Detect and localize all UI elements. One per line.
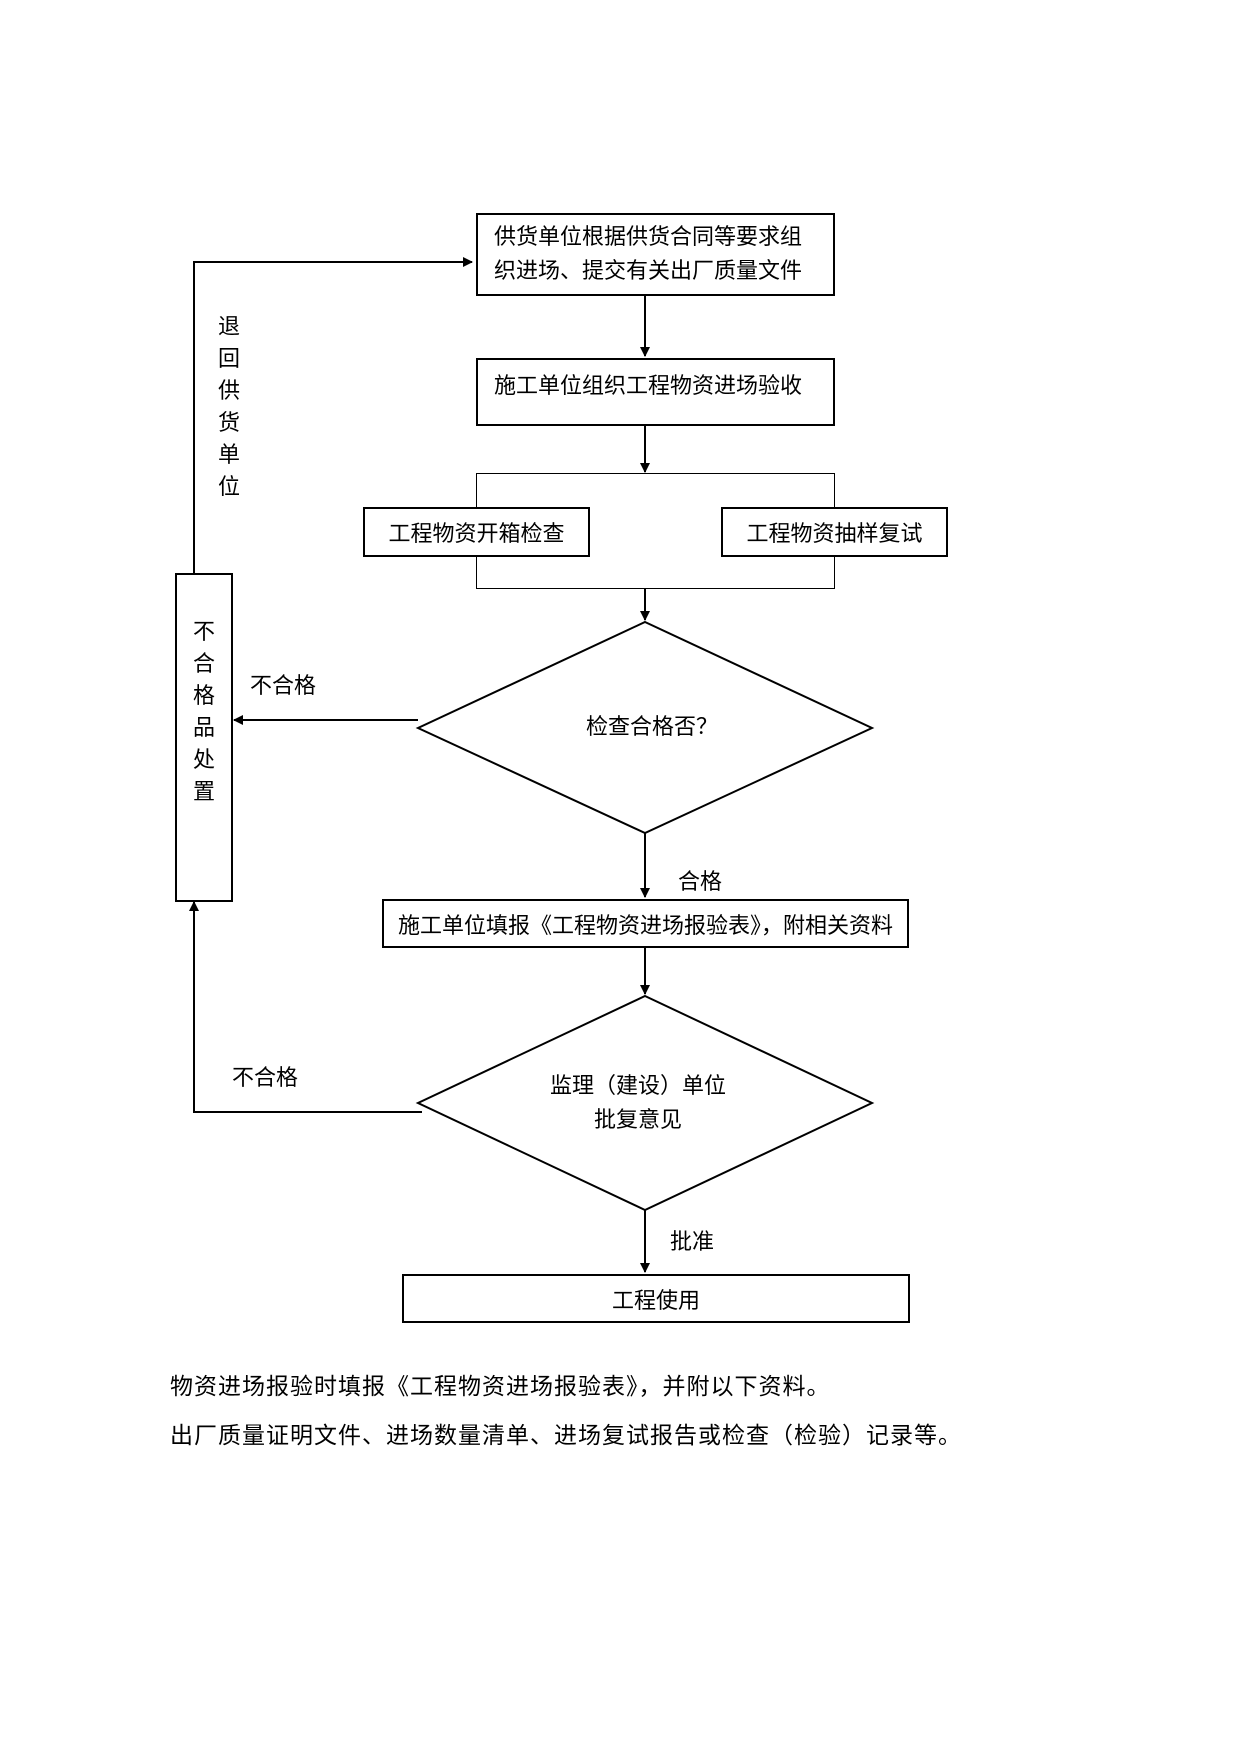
decision-diamond-approval — [415, 994, 875, 1212]
node-supply: 供货单位根据供货合同等要求组 织进场、提交有关出厂质量文件 — [476, 213, 835, 296]
edge-label-return-supplier: 退 回 供 货 单 位 — [217, 315, 240, 500]
decision-approval-label: 监理（建设）单位 批复意见 — [520, 1070, 756, 1138]
node-open-check-label: 工程物资开箱检查 — [388, 522, 565, 547]
decision-approval-line-1: 监理（建设）单位 — [549, 1074, 726, 1099]
edge-label-fail-2: 不合格 — [232, 1066, 299, 1091]
decision-approval-line-2: 批复意见 — [593, 1108, 682, 1133]
node-sample-retest: 工程物资抽样复试 — [721, 507, 948, 557]
node-fill-form-label: 施工单位填报《工程物资进场报验表》，附相关资料 — [397, 913, 893, 939]
node-accept: 施工单位组织工程物资进场验收 — [476, 358, 835, 426]
arrow-return-to-supplier — [193, 257, 473, 573]
edge-label-pass: 合格 — [678, 870, 723, 895]
node-nonconform-handle-text: 不 合 格 品 处 置 — [192, 620, 215, 805]
node-fill-form: 施工单位填报《工程物资进场报验表》，附相关资料 — [382, 899, 909, 948]
node-use-label: 工程使用 — [611, 1288, 700, 1314]
node-supply-line-2: 织进场、提交有关出厂质量文件 — [494, 258, 803, 284]
note-line-1: 物资进场报验时填报《工程物资进场报验表》，并附以下资料。 — [170, 1374, 831, 1400]
node-open-check: 工程物资开箱检查 — [363, 507, 590, 557]
arrow-reject-to-nonconform — [189, 901, 422, 1113]
node-accept-label: 施工单位组织工程物资进场验收 — [494, 374, 803, 399]
edge-label-approve: 批准 — [670, 1230, 715, 1255]
node-nonconform-handle: 不 合 格 品 处 置 — [175, 573, 233, 902]
decision-check-label: 检查合格否？ — [586, 715, 719, 740]
decision-diamond-check — [415, 620, 875, 835]
edge-label-fail-1: 不合格 — [250, 674, 317, 699]
node-sample-retest-label: 工程物资抽样复试 — [746, 522, 923, 547]
node-supply-line-1: 供货单位根据供货合同等要求组 — [494, 224, 803, 250]
node-use: 工程使用 — [402, 1274, 910, 1323]
note-line-2: 出厂质量证明文件、进场数量清单、进场复试报告或检查（检验）记录等。 — [170, 1423, 962, 1449]
